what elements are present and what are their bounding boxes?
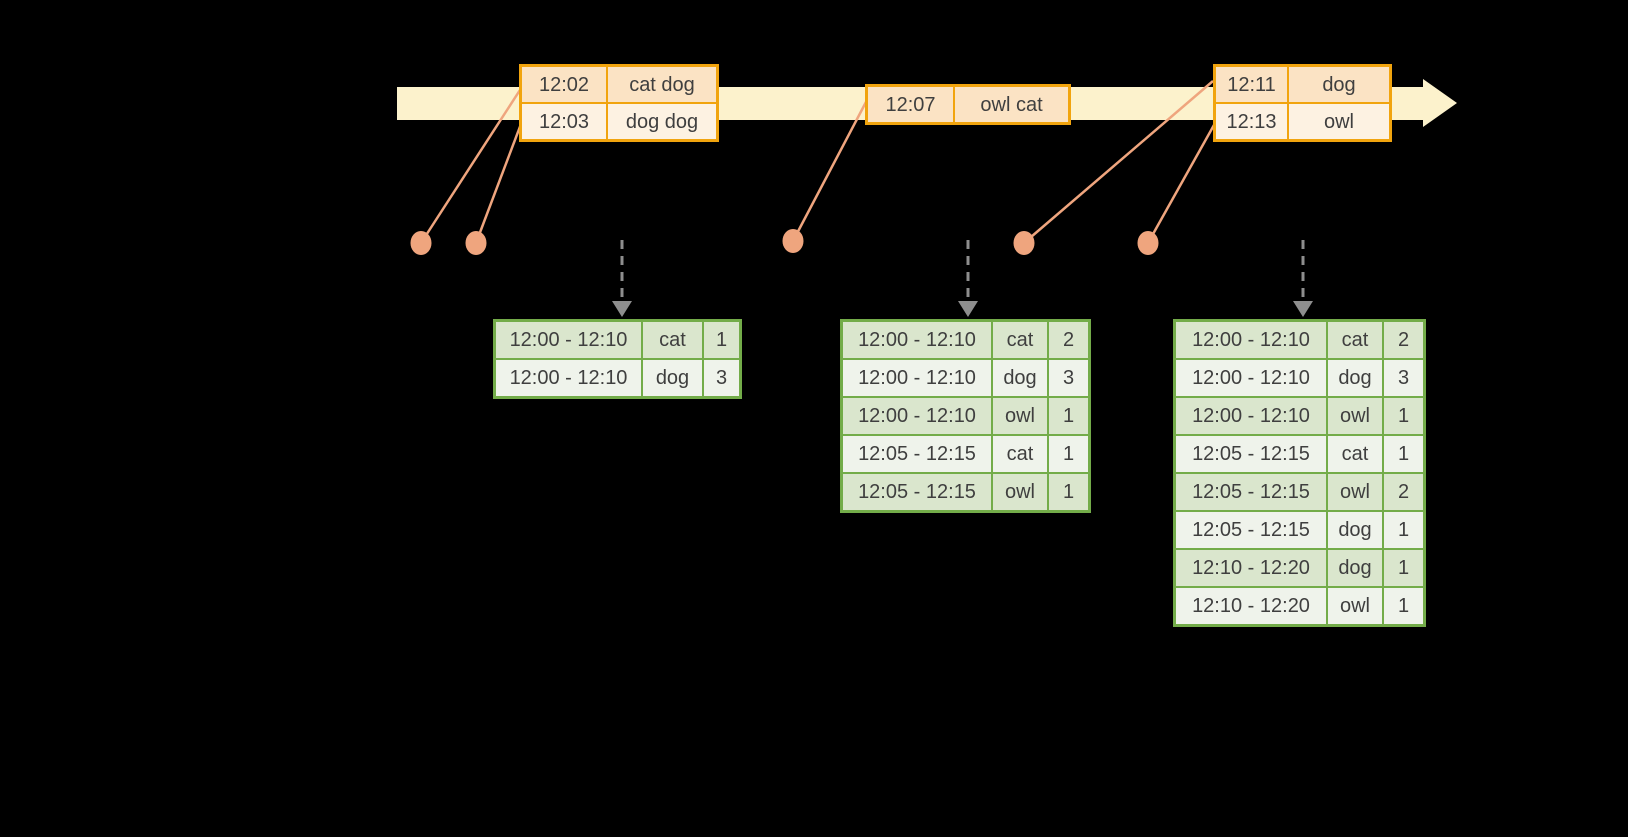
count-cell: 1 — [1049, 398, 1088, 434]
event-time-cell: 12:07 — [868, 87, 953, 122]
count-cell: 1 — [1384, 550, 1423, 586]
timeline-arrowhead-icon — [1423, 79, 1457, 127]
event-words-cell: dog — [1289, 67, 1389, 102]
trigger-arrowhead-icon — [958, 301, 978, 317]
window-range-cell: 12:00 - 12:10 — [843, 398, 991, 434]
count-cell: 1 — [1049, 436, 1088, 472]
window-range-cell: 12:05 - 12:15 — [1176, 512, 1326, 548]
event-connector-line — [1146, 124, 1216, 244]
window-range-cell: 12:05 - 12:15 — [1176, 474, 1326, 510]
word-cell: dog — [1328, 512, 1382, 548]
window-range-cell: 12:05 - 12:15 — [843, 474, 991, 510]
count-cell: 2 — [1384, 322, 1423, 358]
event-words-cell: owl — [1289, 104, 1389, 139]
word-cell: owl — [993, 474, 1047, 510]
count-cell: 1 — [704, 322, 739, 358]
event-connector-line — [791, 101, 868, 242]
window-range-cell: 12:05 - 12:15 — [1176, 436, 1326, 472]
count-cell: 1 — [1384, 436, 1423, 472]
count-cell: 1 — [1049, 474, 1088, 510]
event-dot — [465, 231, 487, 255]
count-cell: 1 — [1384, 512, 1423, 548]
count-cell: 2 — [1384, 474, 1423, 510]
window-range-cell: 12:05 - 12:15 — [843, 436, 991, 472]
event-dot — [1013, 231, 1035, 255]
window-range-cell: 12:10 - 12:20 — [1176, 550, 1326, 586]
word-cell: cat — [1328, 436, 1382, 472]
window-range-cell: 12:00 - 12:10 — [1176, 398, 1326, 434]
event-words-cell: dog dog — [608, 104, 716, 139]
word-cell: owl — [1328, 474, 1382, 510]
trigger-arrowhead-icon — [612, 301, 632, 317]
count-cell: 1 — [1384, 398, 1423, 434]
window-range-cell: 12:10 - 12:20 — [1176, 588, 1326, 624]
word-cell: dog — [643, 360, 702, 396]
word-cell: dog — [1328, 550, 1382, 586]
event-words-cell: cat dog — [608, 67, 716, 102]
count-cell: 1 — [1384, 588, 1423, 624]
count-cell: 3 — [1049, 360, 1088, 396]
window-range-cell: 12:00 - 12:10 — [843, 360, 991, 396]
event-dot — [1137, 231, 1159, 255]
word-cell: cat — [643, 322, 702, 358]
word-cell: cat — [993, 322, 1047, 358]
count-cell: 3 — [704, 360, 739, 396]
event-words-cell: owl cat — [955, 87, 1068, 122]
window-range-cell: 12:00 - 12:10 — [496, 360, 641, 396]
event-connector-line — [474, 123, 523, 244]
event-dot — [410, 231, 432, 255]
event-time-cell: 12:11 — [1216, 67, 1287, 102]
trigger-arrowhead-icon — [1293, 301, 1313, 317]
word-cell: owl — [1328, 588, 1382, 624]
count-cell: 3 — [1384, 360, 1423, 396]
window-range-cell: 12:00 - 12:10 — [1176, 360, 1326, 396]
count-cell: 2 — [1049, 322, 1088, 358]
word-cell: owl — [993, 398, 1047, 434]
event-time-cell: 12:03 — [522, 104, 606, 139]
word-cell: dog — [1328, 360, 1382, 396]
word-cell: cat — [1328, 322, 1382, 358]
event-time-cell: 12:13 — [1216, 104, 1287, 139]
word-cell: cat — [993, 436, 1047, 472]
window-range-cell: 12:00 - 12:10 — [843, 322, 991, 358]
event-time-cell: 12:02 — [522, 67, 606, 102]
window-range-cell: 12:00 - 12:10 — [496, 322, 641, 358]
event-dot — [782, 229, 804, 253]
window-range-cell: 12:00 - 12:10 — [1176, 322, 1326, 358]
word-cell: dog — [993, 360, 1047, 396]
word-cell: owl — [1328, 398, 1382, 434]
